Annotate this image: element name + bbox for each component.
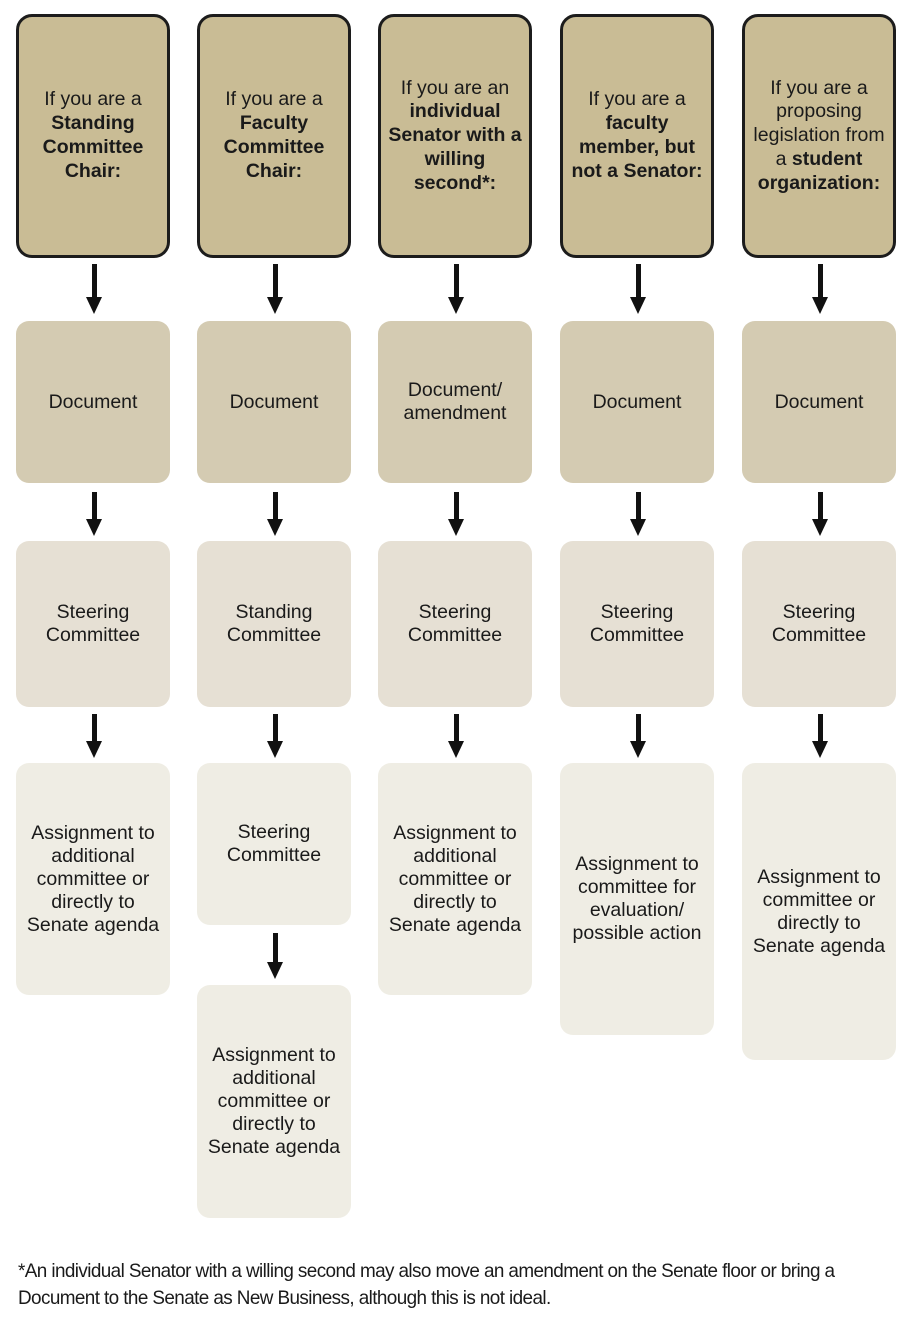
entry-node-prefix: If you are a (588, 88, 686, 111)
arrow-down-icon (448, 714, 464, 758)
entry-node-emphasis: Faculty Committee Chair: (223, 112, 325, 182)
assignment-node-col4: Assignment to committee for evaluation/ … (560, 763, 714, 1035)
arrow-down-icon (630, 714, 646, 758)
arrow-down-icon (86, 264, 102, 314)
entry-node-faculty-member-not-senator: If you are a faculty member, but not a S… (560, 14, 714, 258)
committee-node-col5: Steering Committee (742, 541, 896, 707)
committee-node-col1: Steering Committee (16, 541, 170, 707)
arrow-down-icon (267, 714, 283, 758)
entry-node-standing-committee-chair: If you are a Standing Committee Chair: (16, 14, 170, 258)
entry-node-emphasis: faculty member, but not a Senator: (571, 112, 703, 182)
legislation-flowchart: If you are a Standing Committee Chair: D… (16, 0, 896, 1240)
entry-node-prefix: If you are an (400, 76, 510, 99)
committee-node-col2: Standing Committee (197, 541, 351, 707)
flow-column-faculty-member-not-senator: If you are a faculty member, but not a S… (560, 0, 714, 1240)
arrow-down-icon (86, 714, 102, 758)
document-node-col2: Document (197, 321, 351, 483)
flow-column-individual-senator: If you are an individual Senator with a … (378, 0, 532, 1240)
arrow-down-icon (812, 714, 828, 758)
arrow-down-icon (448, 492, 464, 536)
footnote-text: *An individual Senator with a willing se… (18, 1260, 835, 1310)
arrow-down-icon (267, 264, 283, 314)
steering-committee-node-col2: Steering Committee (197, 763, 351, 925)
document-node-col5: Document (742, 321, 896, 483)
arrow-down-icon (448, 264, 464, 314)
flow-column-student-organization: If you are a proposing legislation from … (742, 0, 896, 1240)
entry-node-emphasis: student organization: (757, 147, 881, 194)
entry-node-emphasis: Standing Committee Chair: (42, 112, 144, 182)
document-node-col4: Document (560, 321, 714, 483)
assignment-node-col3: Assignment to additional committee or di… (378, 763, 532, 995)
entry-node-prefix: If you are a (44, 88, 142, 111)
entry-node-student-organization: If you are a proposing legislation from … (742, 14, 896, 258)
entry-node-prefix: If you are a (225, 88, 323, 111)
arrow-down-icon (267, 933, 283, 980)
entry-node-prefix: If you are a proposing legislation from … (753, 76, 885, 170)
assignment-node-col2: Assignment to additional committee or di… (197, 985, 351, 1218)
document-node-col3: Document/ amendment (378, 321, 532, 483)
arrow-down-icon (86, 492, 102, 536)
arrow-down-icon (267, 492, 283, 536)
flow-column-standing-committee-chair: If you are a Standing Committee Chair: D… (16, 0, 170, 1240)
committee-node-col3: Steering Committee (378, 541, 532, 707)
entry-node-faculty-committee-chair: If you are a Faculty Committee Chair: (197, 14, 351, 258)
flow-column-faculty-committee-chair: If you are a Faculty Committee Chair: Do… (197, 0, 351, 1240)
assignment-node-col1: Assignment to additional committee or di… (16, 763, 170, 995)
arrow-down-icon (812, 264, 828, 314)
arrow-down-icon (630, 492, 646, 536)
arrow-down-icon (812, 492, 828, 536)
entry-node-individual-senator: If you are an individual Senator with a … (378, 14, 532, 258)
entry-node-emphasis: individual Senator with a willing second… (388, 100, 522, 194)
assignment-node-col5: Assignment to committee or directly to S… (742, 763, 896, 1060)
arrow-down-icon (630, 264, 646, 314)
committee-node-col4: Steering Committee (560, 541, 714, 707)
document-node-col1: Document (16, 321, 170, 483)
